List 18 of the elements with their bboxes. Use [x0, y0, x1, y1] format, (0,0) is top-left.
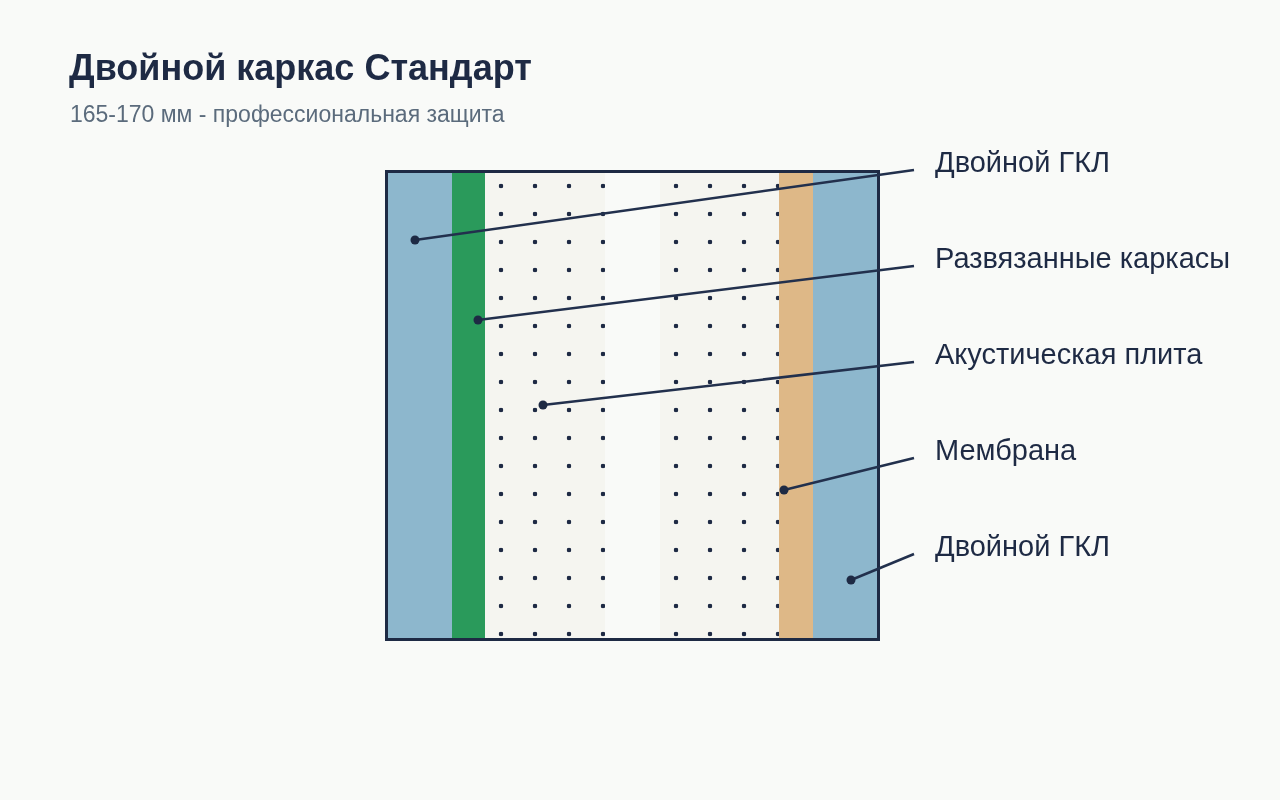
gypsum-board-layer	[388, 173, 452, 638]
leader-line	[779, 456, 915, 495]
callout-label: Двойной ГКЛ	[935, 528, 1111, 564]
callout-label: Двойной ГКЛ	[935, 144, 1111, 180]
gypsum-board-layer	[813, 173, 877, 638]
leader-line	[538, 360, 915, 410]
callout-label: Мембрана	[935, 432, 1077, 468]
acoustic-panel-layer	[660, 173, 779, 638]
membrane-layer	[779, 173, 813, 638]
subtitle: 165-170 мм - профессиональная защита	[70, 100, 505, 128]
callout-label: Развязанные каркасы	[935, 240, 1231, 276]
leader-line	[473, 264, 915, 325]
leader-line	[846, 552, 915, 585]
callout-label: Акустическая плита	[935, 336, 1203, 372]
diagram-title: Двойной каркас Стандарт	[69, 46, 532, 90]
leader-line	[410, 168, 915, 245]
acoustic-panel-layer	[485, 173, 605, 638]
stud-frame-layer	[452, 173, 485, 638]
